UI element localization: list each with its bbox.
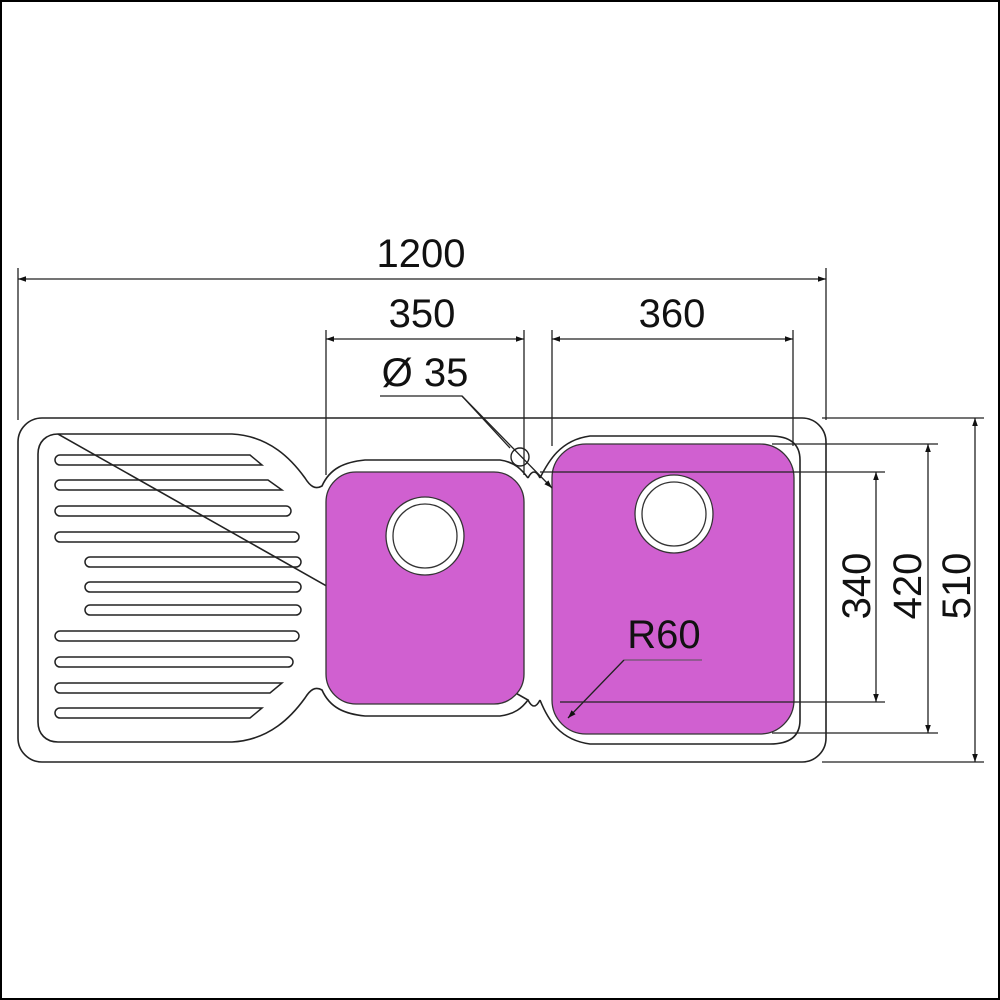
dim-overall-width: 1200 bbox=[377, 232, 466, 276]
dim-tap-hole-diameter: Ø 35 bbox=[382, 351, 469, 395]
dim-right-bowl-width: 360 bbox=[639, 292, 706, 336]
dim-corner-radius: R60 bbox=[627, 613, 700, 657]
dim-bowl-depth: 420 bbox=[886, 553, 930, 620]
tap-hole bbox=[510, 447, 530, 467]
dim-overall-depth: 510 bbox=[935, 553, 979, 620]
left-bowl bbox=[325, 471, 525, 705]
dimension-lines bbox=[17, 268, 984, 763]
drainer-grooves bbox=[54, 454, 302, 719]
sink-outline bbox=[17, 417, 827, 763]
drainer-board bbox=[37, 433, 801, 745]
right-bowl bbox=[551, 443, 795, 735]
dim-left-bowl-width: 350 bbox=[389, 292, 456, 336]
dim-bowl-inner-depth: 340 bbox=[835, 553, 879, 620]
